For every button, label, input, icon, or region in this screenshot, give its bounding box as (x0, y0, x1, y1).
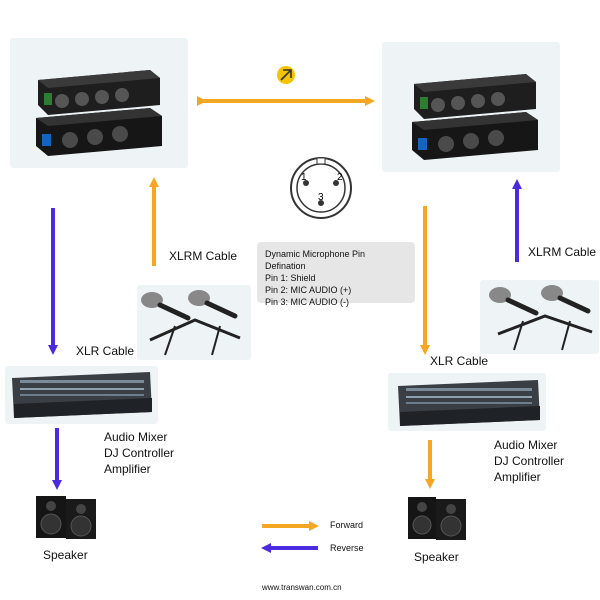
equipment-right-line2: DJ Controller (494, 454, 565, 468)
right-speaker-icon (408, 497, 466, 540)
left-fiber-converter (36, 70, 162, 156)
right-microphones-icon (489, 285, 593, 351)
equipment-left-line3: Amplifier (104, 462, 151, 476)
equipment-label-left: Audio Mixer DJ Controller Amplifier (104, 429, 174, 477)
left-mixer-icon (12, 372, 152, 418)
fiber-link-icon (277, 66, 295, 84)
pin-definition-box: Dynamic Microphone Pin Defination Pin 1:… (257, 242, 415, 307)
xlr-cable-label-right: XLR Cable (430, 354, 489, 368)
left-speaker-icon (36, 496, 96, 539)
footer-url: www.transwan.com.cn (262, 583, 342, 592)
pin-definition-title: Dynamic Microphone Pin Defination (265, 249, 366, 271)
xlr-connector-icon (290, 157, 352, 219)
speaker-label-right: Speaker (414, 550, 459, 564)
pin-number-1: 1 (301, 172, 307, 183)
xlrm-cable-label-right: XLRM Cable (528, 245, 597, 259)
pin-number-2: 2 (337, 172, 343, 183)
pin-definition-pin1: Pin 1: Shield (265, 273, 316, 283)
right-fiber-converter (412, 74, 538, 160)
left-microphones-icon (141, 290, 241, 356)
equipment-label-right: Audio Mixer DJ Controller Amplifier (494, 437, 564, 485)
equipment-left-line1: Audio Mixer (104, 430, 168, 444)
pin-definition-pin3: Pin 3: MIC AUDIO (-) (265, 297, 350, 307)
legend-forward-label: Forward (330, 520, 364, 530)
pin-number-3: 3 (318, 192, 324, 203)
right-mixer-icon (398, 380, 540, 426)
xlrm-cable-label-left: XLRM Cable (169, 249, 238, 263)
speaker-label-left: Speaker (43, 548, 88, 562)
equipment-right-line3: Amplifier (494, 470, 541, 484)
equipment-left-line2: DJ Controller (104, 446, 175, 460)
xlr-cable-label-left: XLR Cable (76, 344, 135, 358)
equipment-right-line1: Audio Mixer (494, 438, 558, 452)
pin-definition-pin2: Pin 2: MIC AUDIO (+) (265, 285, 352, 295)
legend-reverse-label: Reverse (330, 543, 364, 553)
